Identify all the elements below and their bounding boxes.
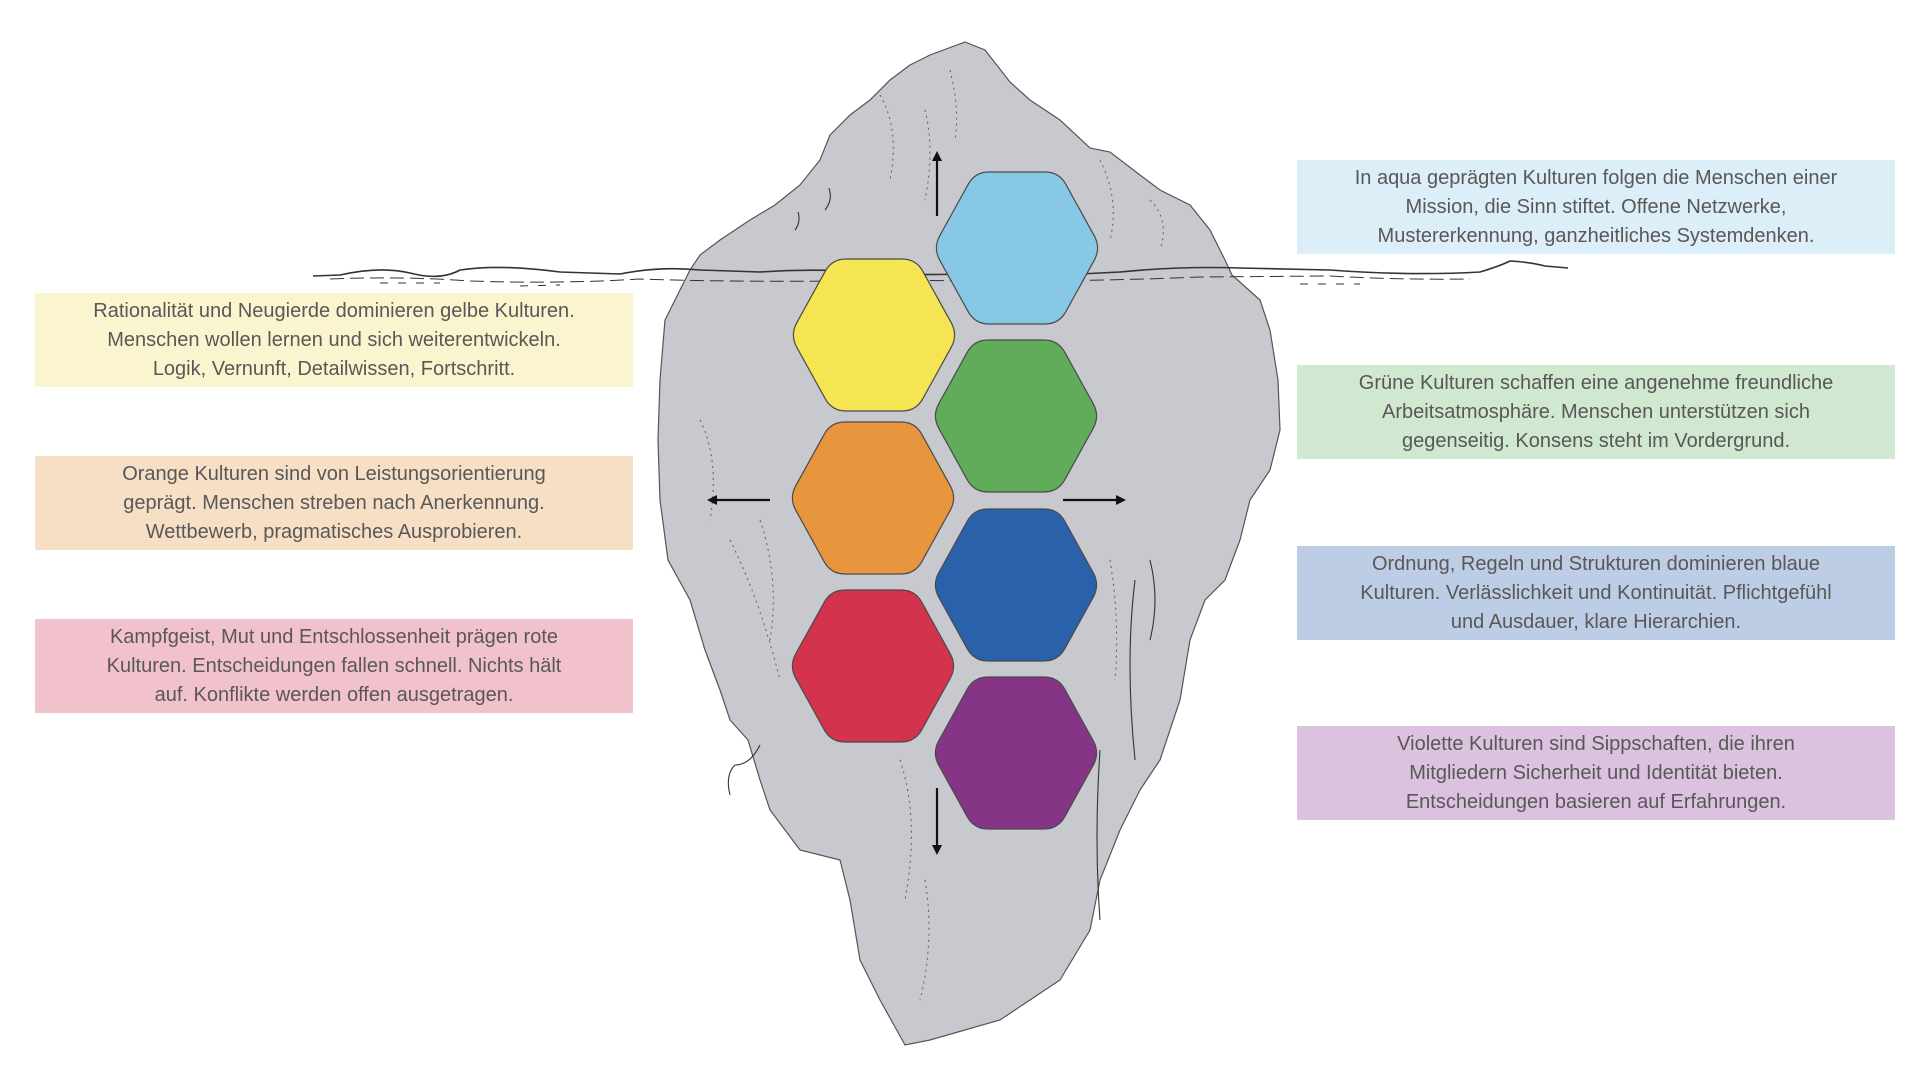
description-red: Kampfgeist, Mut und Entschlossenheit prä… <box>35 619 633 713</box>
hexagon-blue <box>934 508 1098 662</box>
description-orange: Orange Kulturen sind von Leistungsorient… <box>35 456 633 550</box>
waterline <box>312 260 1569 287</box>
description-orange-text: Orange Kulturen sind von Leistungsorient… <box>122 462 546 543</box>
hexagon-group <box>791 171 1099 830</box>
description-violet: Violette Kulturen sind Sippschaften, die… <box>1297 726 1895 820</box>
description-blue: Ordnung, Regeln und Strukturen dominiere… <box>1297 546 1895 640</box>
hexagon-violet <box>934 676 1098 830</box>
description-green: Grüne Kulturen schaffen eine angenehme f… <box>1297 365 1895 459</box>
description-green-text: Grüne Kulturen schaffen eine angenehme f… <box>1358 371 1834 452</box>
hexagon-yellow <box>792 258 956 412</box>
hexagon-green <box>934 339 1098 493</box>
description-yellow: Rationalität und Neugierde dominieren ge… <box>35 293 633 387</box>
description-red-text: Kampfgeist, Mut und Entschlossenheit prä… <box>106 625 562 706</box>
hexagon-orange <box>791 421 955 575</box>
description-blue-text: Ordnung, Regeln und Strukturen dominiere… <box>1360 552 1832 633</box>
description-aqua-text: In aqua geprägten Kulturen folgen die Me… <box>1354 166 1838 247</box>
description-yellow-text: Rationalität und Neugierde dominieren ge… <box>93 299 575 380</box>
iceberg-texture <box>699 69 1164 1001</box>
hexagon-red <box>791 589 955 743</box>
iceberg-crevices <box>727 187 1156 921</box>
hexagon-aqua <box>935 171 1099 325</box>
description-aqua: In aqua geprägten Kulturen folgen die Me… <box>1297 160 1895 254</box>
description-violet-text: Violette Kulturen sind Sippschaften, die… <box>1397 732 1795 813</box>
